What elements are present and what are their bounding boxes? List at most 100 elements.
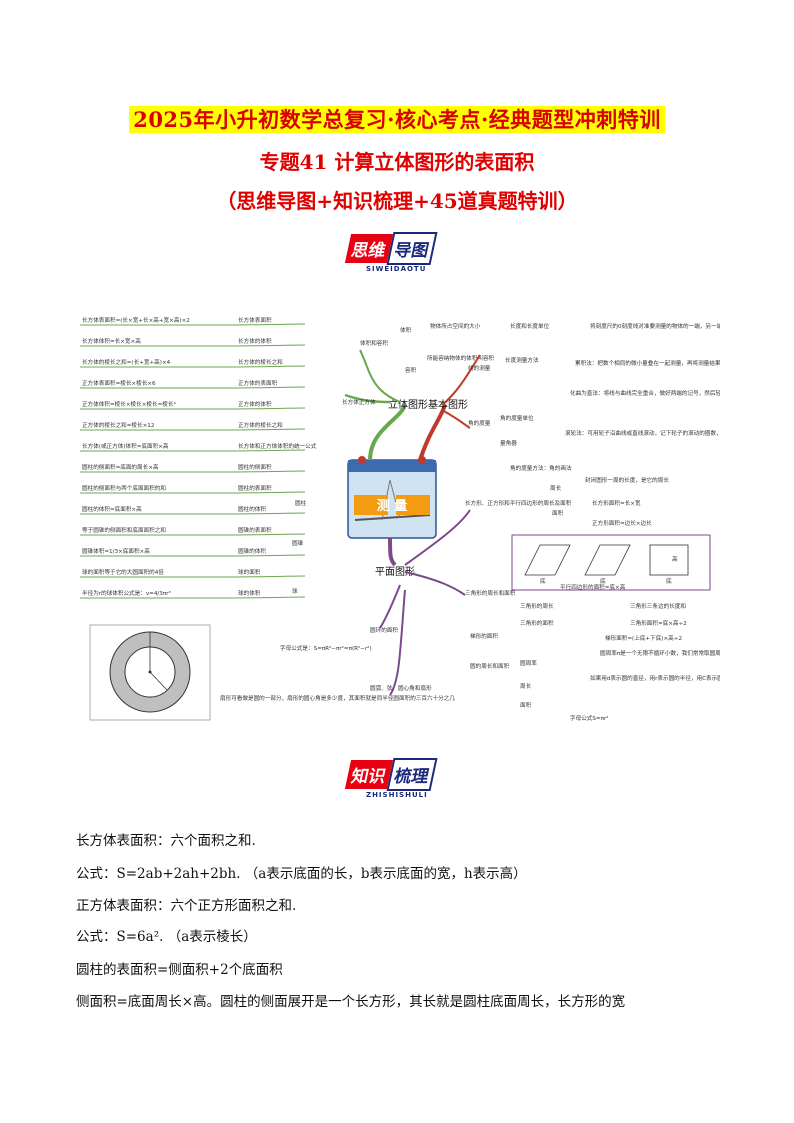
formula-name: 球的面积 <box>238 568 261 576</box>
knowledge-line-6: 侧面积=底面周长×高。圆柱的侧面展开是一个长方形，其长就是圆柱底面周长，长方形的… <box>76 994 626 1010</box>
fig-bottom-1: 底 <box>540 577 546 585</box>
formula-text: 长方体的棱长之和=(长+宽+高)×4 <box>82 358 171 366</box>
node-angle-method: 角的度量方法：角的画法 <box>510 464 572 472</box>
knowledge-badge: 知识梳理 ZHISHISHULI <box>344 758 438 799</box>
formula-connector <box>80 470 306 473</box>
node-angle-measure: 角的度量 <box>468 419 491 427</box>
main-title: 2025年小升初数学总复习·核心考点·经典题型冲刺特训 <box>0 104 794 134</box>
node-protractor: 量角器 <box>500 439 517 447</box>
formula-name: 长方体表面积 <box>238 316 272 324</box>
formula-connector <box>80 365 306 368</box>
node-plane: 平面图形 <box>375 566 415 578</box>
knowledge-line-4: 公式：S=6a². （a表示棱长） <box>76 929 257 945</box>
formula-name: 正方体的棱长之和 <box>238 421 283 429</box>
note-perimeter-label: 周长 <box>550 484 562 492</box>
fig-bottom-2: 底 <box>600 577 606 585</box>
node-trapezoid: 梯形的面积 <box>470 632 498 640</box>
formula-text: 圆柱的体积=底面积×高 <box>82 505 142 513</box>
formula-text: 球的面积等于它的大圆面积的4倍 <box>82 568 164 576</box>
knowledge-line-5: 圆柱的表面积=侧面积+2个底面积 <box>76 962 283 978</box>
note-tri-area-label: 三角形的面积 <box>520 619 554 627</box>
formula-text: 长方体(或正方体)体积=底面积×高 <box>82 442 169 450</box>
formula-connector <box>80 491 306 494</box>
formula-connector <box>80 512 306 515</box>
formula-name: 圆柱的体积 <box>238 505 266 513</box>
formula-name: 长方体和正方体体积的统一公式 <box>238 442 317 450</box>
note-tri-area: 三角形面积=底×高÷2 <box>630 619 687 627</box>
formula-name: 长方体的棱长之和 <box>238 358 283 366</box>
parallelogram-figure: 底 底 底 高 平行四边形的面积=底×高 <box>511 534 711 591</box>
center-image: 测 量 <box>347 456 437 539</box>
note-sector: 扇形可看做是圆的一部分，扇形的圆心角是多少度，其面积就是同半径圆面积的三百六十分… <box>220 694 455 702</box>
center-label: 测 量 <box>377 498 408 514</box>
formula-connector <box>80 344 306 347</box>
topic-subtitle: （思维导图+知识梳理+45道真题特训） <box>216 189 578 213</box>
main-title-text: 2025年小升初数学总复习·核心考点·经典题型冲刺特训 <box>129 106 665 133</box>
formula-name: 长方体的体积 <box>238 337 272 345</box>
knowledge-line-2: 公式：S=2ab+2ah+2bh. （a表示底面的长，b表示底面的宽，h表示高） <box>76 866 527 882</box>
node-triangle: 三角形的周长和面积 <box>465 589 516 597</box>
badge-part2: 导图 <box>386 232 438 265</box>
note-perimeter-def: 封闭图形一周的长度，是它的周长 <box>585 476 669 484</box>
node-cuboid-cube: 长方体正方体 <box>342 398 376 406</box>
node-cone: 圆锥 <box>292 539 304 547</box>
formula-text: 圆柱的侧面积与两个底面面积的和 <box>82 484 166 492</box>
note-accumulate: 累积法：把数个相同的微小量叠在一起测量，再将测量结果除以被测量的个数就得到一个微… <box>575 359 720 367</box>
node-circle: 圆的周长和面积 <box>470 662 510 670</box>
formula-name: 圆锥的表面积 <box>238 526 272 534</box>
formula-text: 半径为r的球体积公式是：v=4/3πr³ <box>82 589 171 597</box>
note-area-label: 面积 <box>552 509 564 517</box>
formula-text: 正方体的棱长之和=棱长×12 <box>82 421 154 429</box>
note-pi-label: 圆周率 <box>520 659 537 667</box>
formula-connector <box>80 323 306 326</box>
formula-connector <box>80 596 306 599</box>
note-sq-area: 正方形面积=边长×边长 <box>592 519 652 527</box>
note-roll-wheel: 滚轮法：可用轮子沿曲线或直线滚动，记下轮子的滚动的圈数，测出轮子的周长，用轮子周… <box>565 429 720 437</box>
fig-bottom-3: 底 <box>666 577 672 585</box>
node-basic: 基本图形 <box>428 398 468 411</box>
badge-sub: SIWEIDAOTU <box>366 265 427 273</box>
formula-name: 正方体的体积 <box>238 400 272 408</box>
note-pi-def: 圆周率π是一个无限不循环小数，我们常常取圆周率的近似值3.14 <box>600 649 720 657</box>
formula-text: 等于圆锥的侧面积和底面面积之和 <box>82 526 166 534</box>
formula-text: 长方体表面积=(长×宽+长×高+宽×高)×2 <box>82 316 190 324</box>
formula-name: 圆锥的体积 <box>238 547 266 555</box>
note-trap-area: 梯形面积=(上底+下底)×高÷2 <box>605 634 682 642</box>
formula-connector <box>80 407 306 410</box>
note-circ-label: 周长 <box>520 682 532 690</box>
knowledge-badge-sub: ZHISHISHULI <box>366 791 428 799</box>
node-ring: 圆环的面积 <box>370 626 398 634</box>
note-tri-perimeter: 三角形三条边的长度和 <box>630 602 686 610</box>
note-ring-formula: 字母公式是：S=πR²−πr²=π(R²−r²) <box>280 644 372 652</box>
node-capacity: 容积 <box>405 366 417 374</box>
note-circ-def: 如果用d表示圆的直径，用r表示圆的半径，用C表示圆的周长，圆的周长的字母公式是：… <box>590 674 720 682</box>
formula-text: 圆柱的侧面积=底面的周长×高 <box>82 463 159 471</box>
formula-text: 长方体体积=长×宽×高 <box>82 337 141 345</box>
ring-diagram <box>89 624 211 721</box>
topic-title: 专题41 计算立体图形的表面积 <box>259 150 535 174</box>
note-circ-area-label: 面积 <box>520 701 532 709</box>
formula-text: 圆锥体积=1/3×底面积×高 <box>82 547 150 555</box>
note-unit: 将刻度尺的0刻度线对准要测量的物体的一端，另一端所对应的刻度线就是被测物体的长度 <box>590 322 720 330</box>
formula-connector <box>80 449 306 452</box>
note-tri-perimeter-label: 三角形的周长 <box>520 602 554 610</box>
node-arc: 圆弧、弦、圆心角和扇形 <box>370 684 432 692</box>
node-angle-unit: 角的度量单位 <box>500 414 534 422</box>
badge-part1: 思维 <box>344 234 394 263</box>
formula-connector <box>80 533 306 536</box>
note-curve-straight: 化曲为直法：将线与曲线完全重合，做好两端的记号，然后轻轻地将线拉直，用刻度尺量出… <box>570 389 720 397</box>
note-rect-area: 长方形面积=长×宽 <box>592 499 641 507</box>
mindmap-badge: 思维导图 SIWEIDAOTU <box>344 232 438 273</box>
note-circ-area: 字母公式S=πr² <box>570 714 609 722</box>
fig-height: 高 <box>672 555 678 563</box>
formula-name: 球的体积 <box>238 589 261 597</box>
formula-text: 正方体体积=棱长×棱长×棱长=棱长³ <box>82 400 176 408</box>
node-length-unit: 长度和长度单位 <box>510 322 550 330</box>
note-para-area: 平行四边形的面积=底×高 <box>560 583 626 591</box>
knowledge-line-3: 正方体表面积：六个正方形面积之和. <box>76 898 297 914</box>
node-sphere: 球 <box>292 587 298 595</box>
node-length-methods: 长度测量方法 <box>505 356 539 364</box>
node-capacity-def: 所能容纳物体的体积叫容积 <box>427 354 495 362</box>
formula-connector <box>80 428 306 431</box>
